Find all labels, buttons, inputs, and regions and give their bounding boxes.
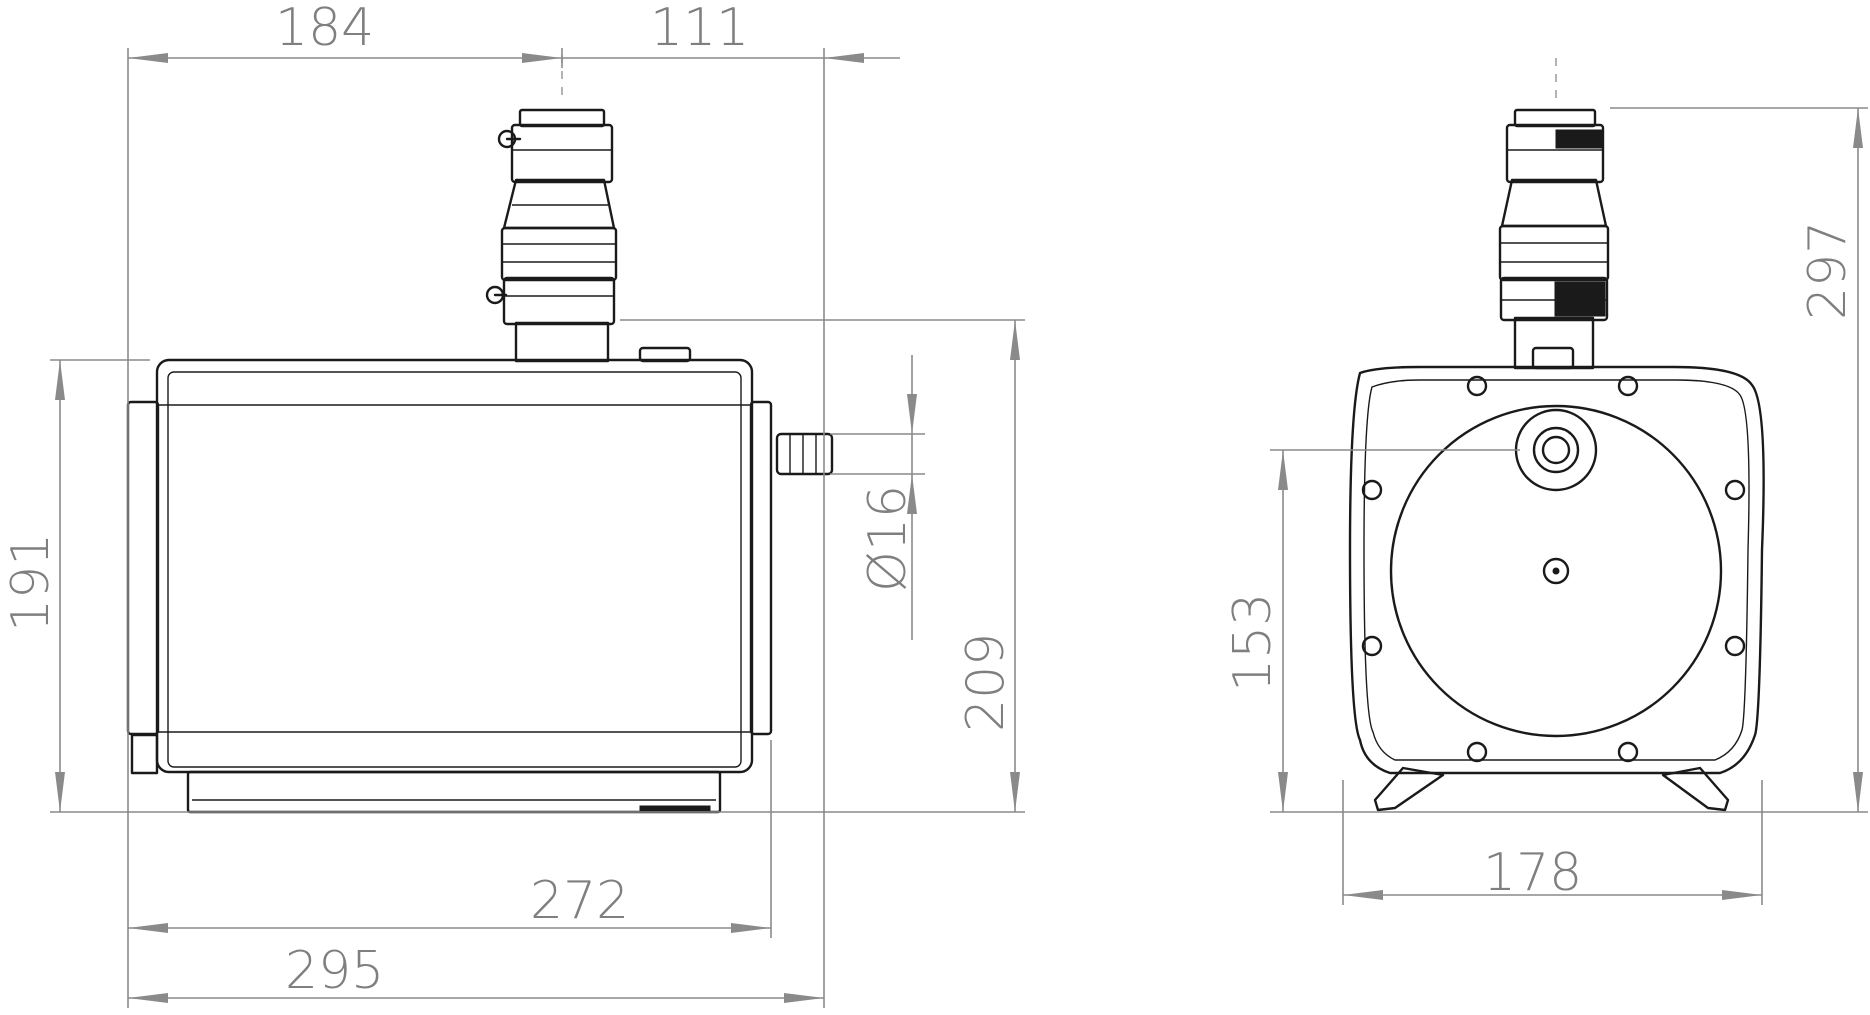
housing-inner [1363, 379, 1750, 761]
dimension-lines [50, 48, 1868, 1008]
front-disc [1389, 404, 1723, 738]
arrow-209-bottom [1010, 772, 1020, 812]
right-end-cap [749, 400, 773, 736]
front-outlet-collar-lower [1499, 276, 1609, 322]
front-outlet-taper [1500, 178, 1608, 228]
center-hub-dot [1552, 567, 1560, 575]
housing-screws [1361, 375, 1746, 763]
outlet-boss-core [1541, 435, 1571, 465]
front-lower-clamp-band [1554, 281, 1606, 317]
dim-153: 153 [1223, 593, 1283, 692]
outlet-boss-ring [1532, 426, 1580, 474]
arrow-184-left [128, 53, 168, 63]
top-plug [638, 346, 692, 363]
front-outlet-collar-mid [1498, 224, 1610, 282]
outlet-collar-lower [502, 276, 616, 326]
arrow-209-top [1010, 320, 1020, 360]
tank-body-inner [167, 371, 742, 768]
front-view [1348, 58, 1765, 812]
screw-bottom-left [1466, 741, 1488, 763]
left-foot [1373, 766, 1445, 812]
arrow-184-right [522, 53, 562, 63]
front-upper-clamp-band [1555, 129, 1603, 149]
housing-outer [1348, 365, 1765, 775]
outlet-pipe-base [514, 321, 610, 363]
base-slot [639, 805, 711, 812]
dim-178: 178 [1483, 843, 1582, 903]
screw-mid-right [1724, 479, 1746, 501]
screw-top-right [1617, 375, 1639, 397]
arrow-111-right [824, 53, 864, 63]
inlet-nozzle [775, 432, 834, 476]
side-view [126, 55, 834, 814]
front-top-plug [1531, 346, 1575, 370]
dim-191: 191 [1, 533, 61, 632]
dim-111: 111 [650, 0, 749, 58]
screw-low-right [1724, 635, 1746, 657]
dim-295: 295 [285, 941, 384, 1001]
dimension-labels: 184 111 191 Ø16 209 272 295 297 153 178 [1, 0, 1858, 1001]
arrow-191-bottom [55, 772, 65, 812]
screw-bottom-right [1617, 741, 1639, 763]
front-outlet-top-ring [1513, 108, 1597, 128]
outlet-boss [1514, 408, 1598, 492]
arrow-178-right [1722, 890, 1762, 900]
arrow-272-right [731, 923, 771, 933]
front-outlet-pipe [1513, 316, 1595, 370]
dim-297: 297 [1798, 221, 1858, 320]
arrow-191-top [55, 360, 65, 400]
arrow-178-left [1343, 890, 1383, 900]
right-foot [1661, 766, 1730, 812]
arrow-295-left [128, 993, 168, 1003]
left-end-cap [126, 400, 160, 736]
outlet-top-ring [518, 108, 606, 128]
dim-d16: Ø16 [858, 485, 918, 592]
arrow-297-bottom [1853, 772, 1863, 812]
arrow-153-bottom [1278, 772, 1288, 812]
outlet-collar-mid [500, 226, 618, 282]
arrow-d16-top [907, 394, 917, 434]
screw-top-left [1466, 375, 1488, 397]
dim-184: 184 [275, 0, 374, 58]
dim-272: 272 [530, 871, 629, 931]
arrow-153-top [1278, 450, 1288, 490]
dim-209: 209 [956, 633, 1016, 732]
arrow-297-top [1853, 108, 1863, 148]
arrow-295-right [784, 993, 824, 1003]
arrow-272-left [128, 923, 168, 933]
screw-low-left [1361, 635, 1383, 657]
tank-body-outer [155, 358, 754, 774]
screw-mid-left [1361, 479, 1383, 501]
outlet-cap [510, 123, 614, 184]
arrow-d16-bottom [907, 474, 917, 514]
left-foot-tab [130, 733, 159, 775]
outlet-taper [502, 178, 616, 230]
center-hub [1542, 557, 1570, 585]
